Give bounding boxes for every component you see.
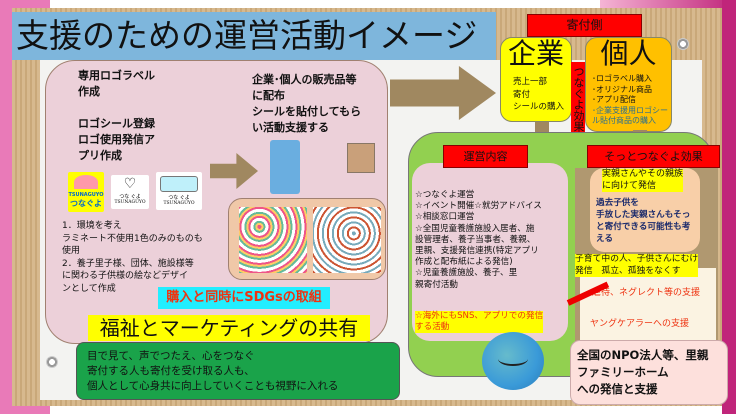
individual-items: ･ロゴラベル購入 ･オリジナル商品 ･アプリ配信 xyxy=(592,74,652,104)
parenting-text: 子育て中の人、子供さんにむけ 発信 孤立、孤独をなくす xyxy=(575,254,699,277)
operations-list: ☆つなぐよ運営 ☆イベント開催☆就労アドバイス ☆相談窓口運営 ☆全国児童養護施… xyxy=(415,190,542,290)
earth-mascot-icon xyxy=(482,332,544,390)
logo-en: TSUNAGUYO xyxy=(163,201,195,206)
logo-en: TSUNAGUYO xyxy=(114,200,146,205)
logo-creation-text: 専用ロゴラベル 作成 ロゴシール登録 ロゴ使用発信ア プリ作成 xyxy=(78,69,155,162)
birth-parents-highlight: 実親さんやその親族 に向けて発信 xyxy=(602,169,684,192)
company-title: 企業 xyxy=(507,37,564,70)
design-notes: 1．環境を考え ラミネート不使用1色のみのものも 使用 2．養子里子様、団体、施… xyxy=(62,221,203,294)
welfare-marketing-heading: 福祉とマーケティングの共有 xyxy=(88,315,370,341)
logo-tsunaguyo-mono: ♡ つな ぐよ TSUNAGUYO xyxy=(111,175,149,209)
products-panel xyxy=(228,198,386,280)
label-shape xyxy=(160,176,198,192)
distribution-text: 企業･個人の販売品等 に配布 シールを貼付してもら い活動支援する xyxy=(252,73,362,134)
building-mascot-icon xyxy=(270,140,300,194)
heart-icon: ♡ xyxy=(123,176,137,192)
logo-jp: つなぐよ xyxy=(70,199,102,208)
goods-products-image xyxy=(313,207,381,273)
grommet-icon xyxy=(677,38,689,50)
mission-message: 目で見て、声でつたえ、心をつなぐ 寄付する人も寄付を受け取る人も、 個人として心… xyxy=(76,342,400,400)
heart-icon xyxy=(74,175,98,189)
tsunaguyo-effect-vertical-label: つなぐよ効果 xyxy=(571,62,585,136)
logo-jp: つな ぐよ xyxy=(119,194,141,200)
operations-label: 運営内容 xyxy=(443,145,528,168)
abuse-support: 虐待、ネグレクト等の支援 xyxy=(592,288,701,298)
young-carer-support: ヤングケアラーへの支援 xyxy=(590,319,690,329)
npo-support-box: 全国のNPO法人等、里親 ファミリーホーム への発信と支援 xyxy=(570,340,728,405)
logo-tsunaguyo-label: つな ぐよ TSUNAGUYO xyxy=(156,172,202,210)
effects-label: そっとつなぐよ効果 xyxy=(587,145,720,168)
food-products-image xyxy=(239,207,307,273)
individual-highlight: ･企業支援用ロゴシー ル貼付商品の購入 xyxy=(592,105,668,126)
birth-parents-text: 過去子供を 手放した実親さんもそっ と寄付できる可能性も考 える xyxy=(596,198,691,244)
smile-shape xyxy=(498,352,528,366)
company-text: 売上一部 寄付 シールの購入 xyxy=(513,77,565,112)
logo-tsunaguyo-color: TSUNAGUYO つなぐよ xyxy=(68,172,104,212)
logo-en: TSUNAGUYO xyxy=(68,192,104,198)
store-icon xyxy=(347,143,375,173)
individual-box: 個人 ･ロゴラベル購入 ･オリジナル商品 ･アプリ配信 ･企業支援用ロゴシー ル… xyxy=(585,37,672,132)
individual-title: 個人 xyxy=(600,37,657,70)
page-title: 支援のための運営活動イメージ xyxy=(12,12,496,60)
decor-pink-right xyxy=(722,0,736,414)
donor-side-label: 寄付側 xyxy=(527,14,642,37)
overseas-activity: ☆海外にもSNS、アプリでの発信 する活動 xyxy=(415,311,544,334)
support-box xyxy=(580,268,716,340)
logo-jp: つな ぐよ xyxy=(168,195,190,201)
grommet-icon xyxy=(46,356,58,368)
sdgs-label: 購入と同時にSDGsの取組 xyxy=(158,287,330,309)
company-box: 企業 売上一部 寄付 シールの購入 xyxy=(500,37,572,122)
